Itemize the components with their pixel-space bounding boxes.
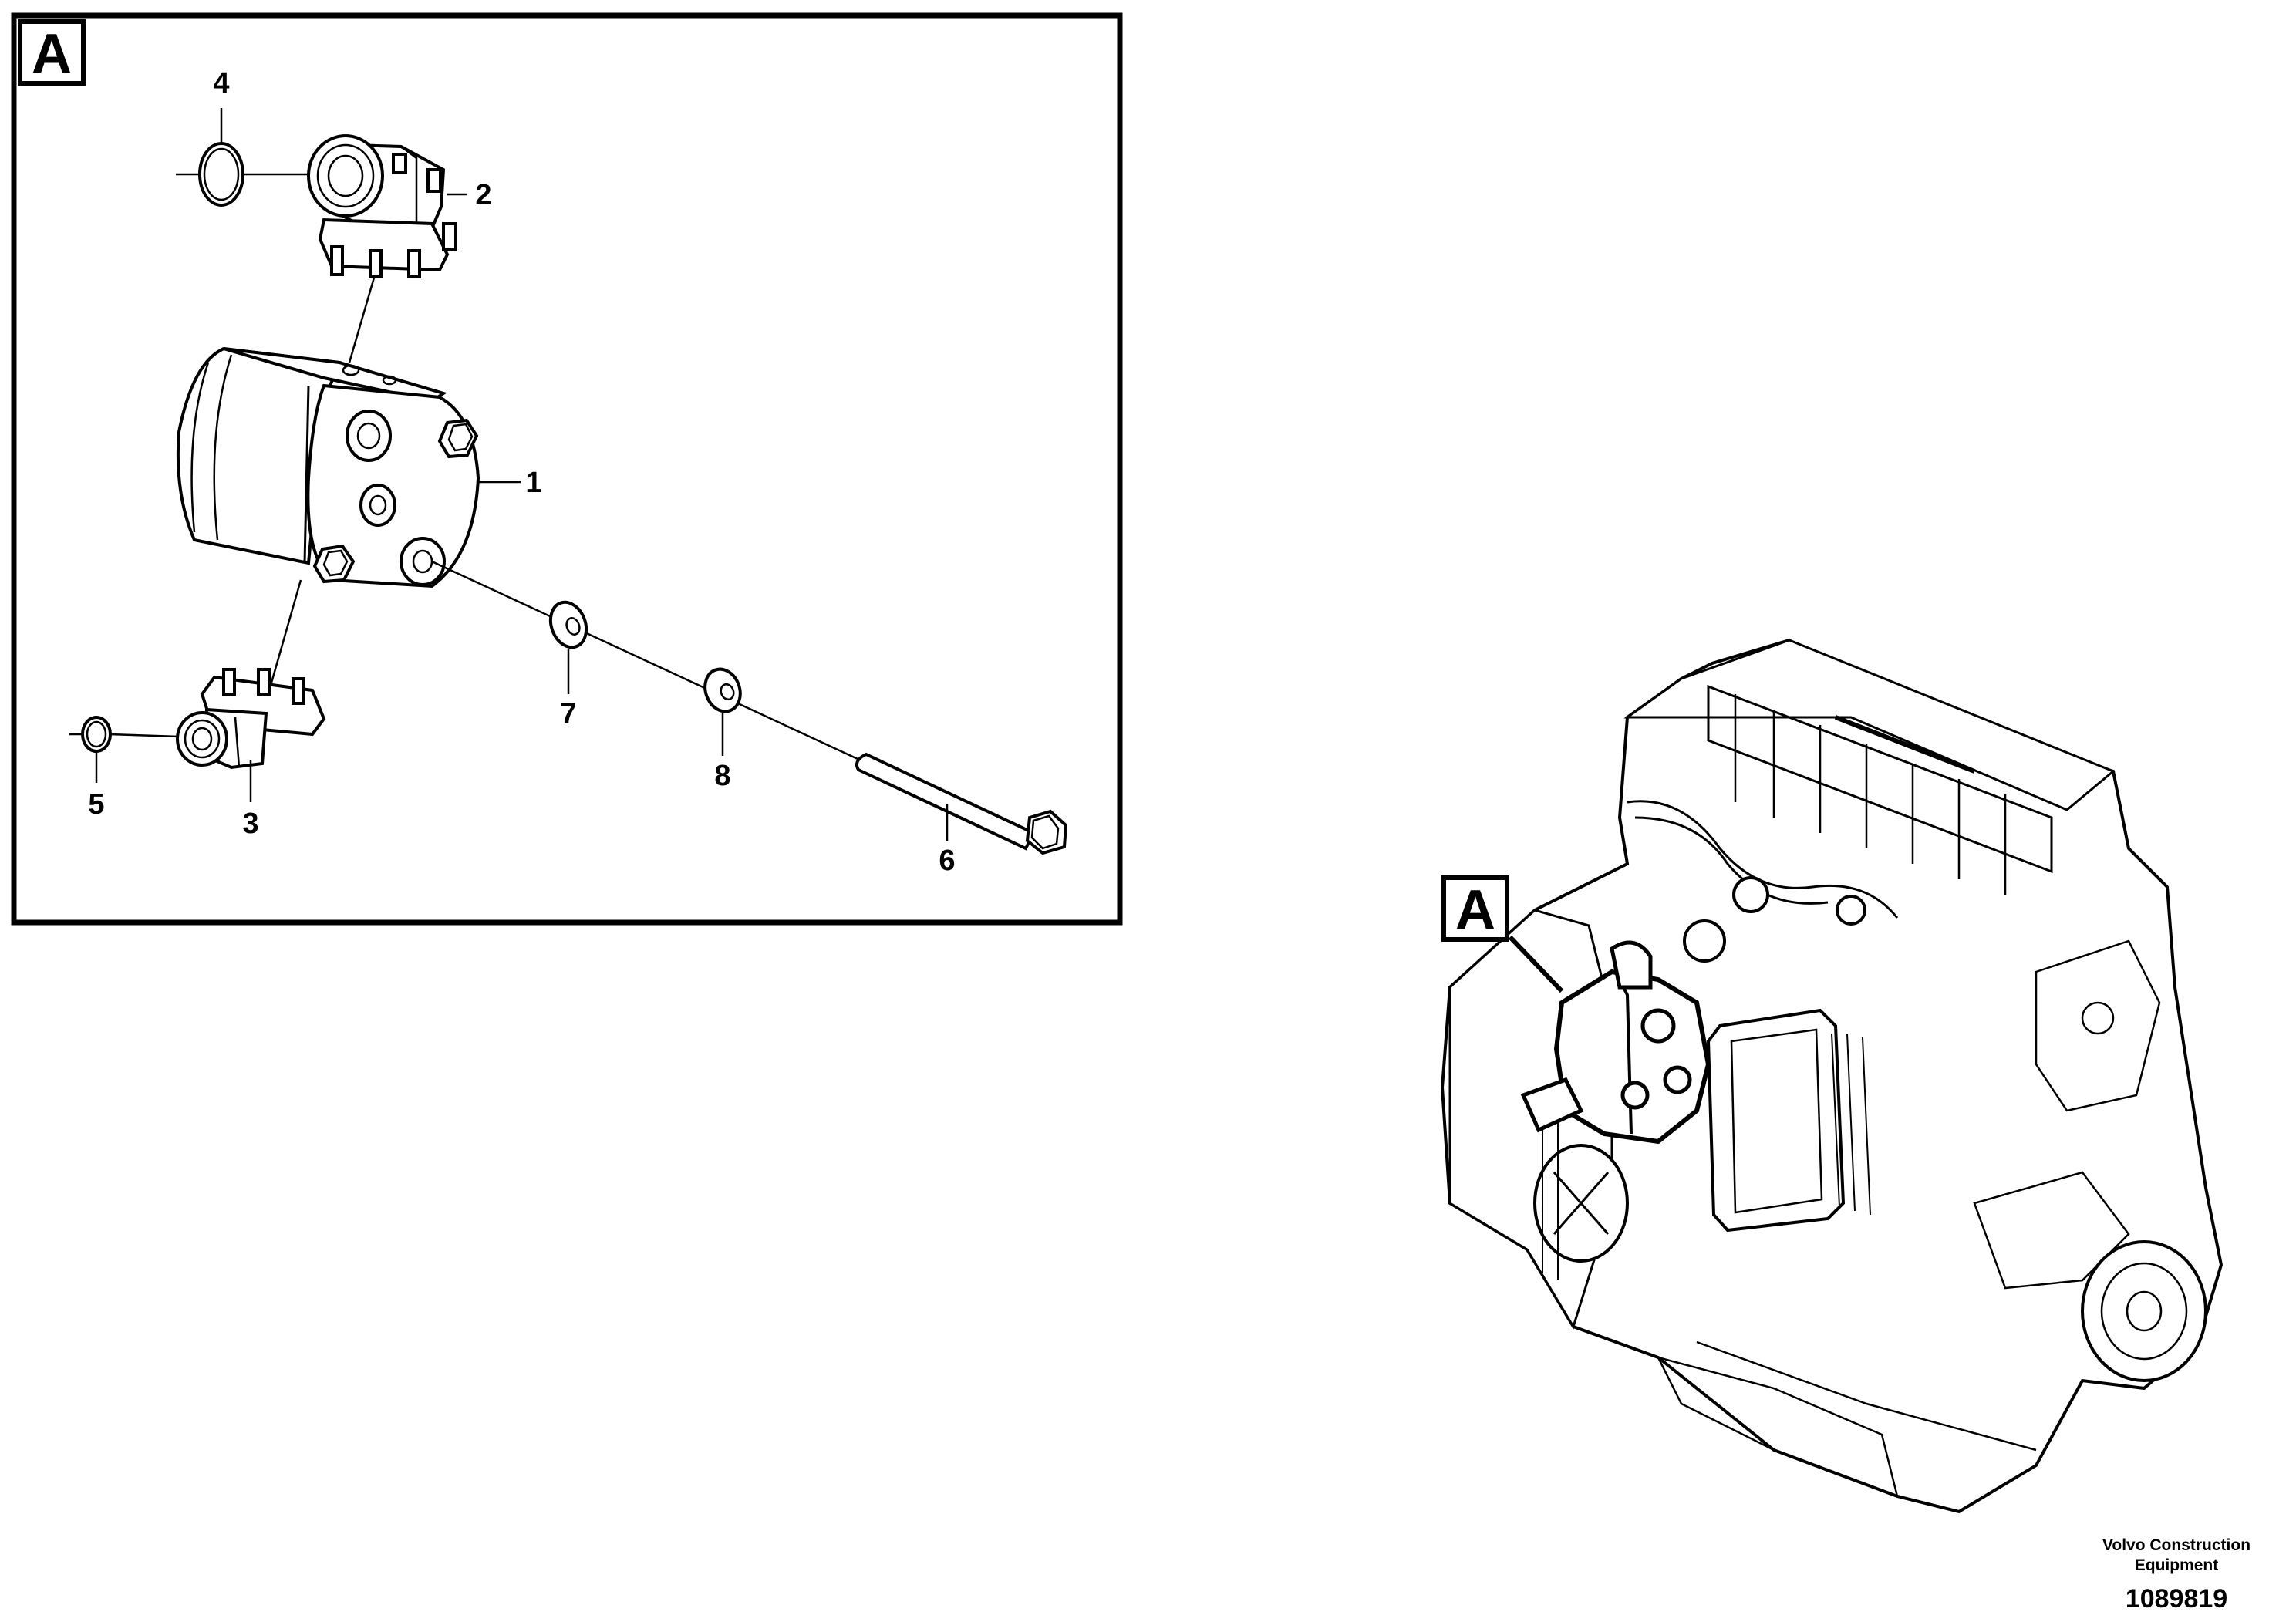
callout-3: 3 [242,808,258,840]
footer-company-line2: Equipment [2135,1556,2219,1574]
item-2-flange-fitting [307,134,467,278]
item-8-washer [703,667,742,756]
callout-8: 8 [714,760,730,792]
callout-5: 5 [88,788,104,821]
item-3-flange-fitting [176,668,326,802]
detail-frame [11,12,1123,926]
item-7-washer [548,600,588,694]
item-1-hydraulic-pump [176,346,521,588]
detail-label: A [32,23,72,85]
item-6-hex-bolt [855,752,1068,855]
footer-company-line1: Volvo Construction [2102,1536,2250,1554]
item-4-o-ring [176,108,324,207]
item-5-o-ring [69,716,180,783]
engine-overview [1440,638,2224,1514]
footer-drawing-number: 1089819 [2126,1584,2227,1614]
callout-7: 7 [560,698,576,730]
overview-label: A [1455,879,1495,941]
callout-1: 1 [525,467,541,499]
overview-label-box [1441,875,1509,942]
callout-6: 6 [939,845,955,877]
callout-2: 2 [475,179,491,211]
callout-4: 4 [213,67,229,99]
detail-label-box [18,19,86,86]
